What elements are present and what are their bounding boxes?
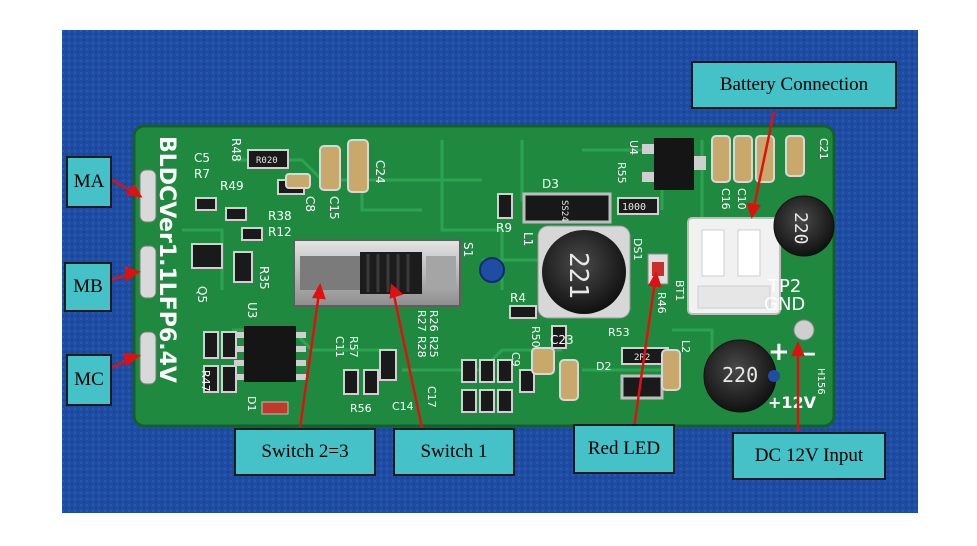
diode-d3: SS24	[522, 192, 612, 224]
svg-text:R57: R57	[347, 336, 360, 358]
svg-text:Q5: Q5	[195, 286, 209, 303]
svg-text:R26: R26	[427, 310, 440, 332]
callout-dc-12v-input: DC 12V Input	[732, 432, 886, 480]
svg-text:C5: C5	[194, 151, 210, 165]
battery-connector	[687, 217, 781, 315]
svg-text:R25: R25	[427, 336, 440, 358]
svg-text:R53: R53	[608, 326, 630, 339]
svg-text:D3: D3	[542, 177, 559, 191]
svg-text:R7: R7	[194, 167, 210, 181]
svg-text:DS1: DS1	[631, 238, 644, 260]
svg-text:C15: C15	[327, 196, 341, 220]
svg-text:C11: C11	[333, 336, 346, 358]
callout-ma: MA	[66, 156, 112, 208]
chip-resistors	[191, 149, 669, 413]
svg-text:C14: C14	[392, 400, 414, 413]
callout-battery-connection: Battery Connection	[691, 61, 897, 109]
callout-red-led: Red LED	[573, 424, 675, 474]
svg-text:R49: R49	[220, 179, 244, 193]
svg-text:C16: C16	[719, 188, 732, 210]
ic-u4	[642, 138, 706, 190]
mounting-hole	[479, 257, 505, 283]
svg-text:C23: C23	[550, 333, 574, 347]
svg-text:R46: R46	[655, 292, 668, 314]
svg-text:R50: R50	[529, 326, 542, 348]
svg-text:R9: R9	[496, 221, 512, 235]
svg-text:C10: C10	[735, 188, 748, 210]
svg-text:L1: L1	[521, 232, 535, 246]
svg-text:D2: D2	[596, 360, 611, 373]
svg-text:+12V: +12V	[768, 393, 817, 412]
svg-text:R28: R28	[415, 336, 428, 358]
svg-text:S1: S1	[461, 242, 475, 257]
svg-text:BT1: BT1	[673, 280, 686, 301]
svg-text:U4: U4	[627, 140, 640, 155]
svg-text:220: 220	[790, 212, 811, 245]
svg-text:C21: C21	[817, 138, 830, 160]
svg-text:220: 220	[722, 363, 758, 387]
inductor-220-top: 220	[773, 195, 835, 257]
svg-text:GND: GND	[764, 294, 805, 315]
inductor-220-bottom: 220	[703, 339, 780, 413]
svg-text:1000: 1000	[622, 202, 646, 213]
ic-u3	[234, 326, 306, 382]
svg-text:TP2: TP2	[767, 276, 801, 297]
svg-text:2R2: 2R2	[634, 353, 650, 363]
callout-arrows	[109, 111, 805, 432]
svg-text:R38: R38	[268, 209, 292, 223]
svg-text:R47: R47	[199, 370, 212, 392]
callout-mb: MB	[64, 262, 112, 312]
svg-text:221: 221	[563, 252, 593, 299]
svg-text:C8: C8	[303, 196, 317, 212]
svg-text:U3: U3	[245, 302, 259, 318]
callout-mc: MC	[66, 354, 112, 406]
svg-text:R4: R4	[510, 291, 526, 305]
pcb-photo: BLDCVer1.1LFP6.4V 221	[62, 30, 918, 513]
svg-text:+: +	[768, 337, 790, 367]
svg-text:C24: C24	[373, 160, 387, 184]
svg-text:R020: R020	[256, 156, 278, 166]
svg-text:C17: C17	[425, 386, 438, 408]
svg-text:R27: R27	[415, 310, 428, 332]
inductor-l1: 221	[537, 225, 631, 319]
svg-text:L2: L2	[679, 340, 692, 353]
svg-text:R56: R56	[350, 402, 372, 415]
svg-text:R35: R35	[257, 266, 271, 290]
svg-text:D1: D1	[245, 396, 258, 411]
svg-text:C9: C9	[509, 352, 522, 367]
callout-switch-2-3: Switch 2=3	[234, 428, 376, 476]
silkscreen-labels: C5 R48 R7 R49 C24 C8 C15 R38 R12 R35 U3 …	[194, 138, 830, 415]
test-pad	[793, 319, 815, 341]
board-title: BLDCVer1.1LFP6.4V	[154, 136, 179, 383]
svg-text:SS24: SS24	[559, 200, 569, 222]
pcb-board: BLDCVer1.1LFP6.4V 221	[132, 124, 836, 428]
callout-switch-1: Switch 1	[393, 428, 515, 476]
diode-d1	[261, 401, 289, 415]
svg-text:R12: R12	[268, 225, 292, 239]
svg-text:R55: R55	[615, 162, 628, 184]
svg-text:H156: H156	[815, 368, 826, 395]
svg-text:R48: R48	[229, 138, 243, 162]
